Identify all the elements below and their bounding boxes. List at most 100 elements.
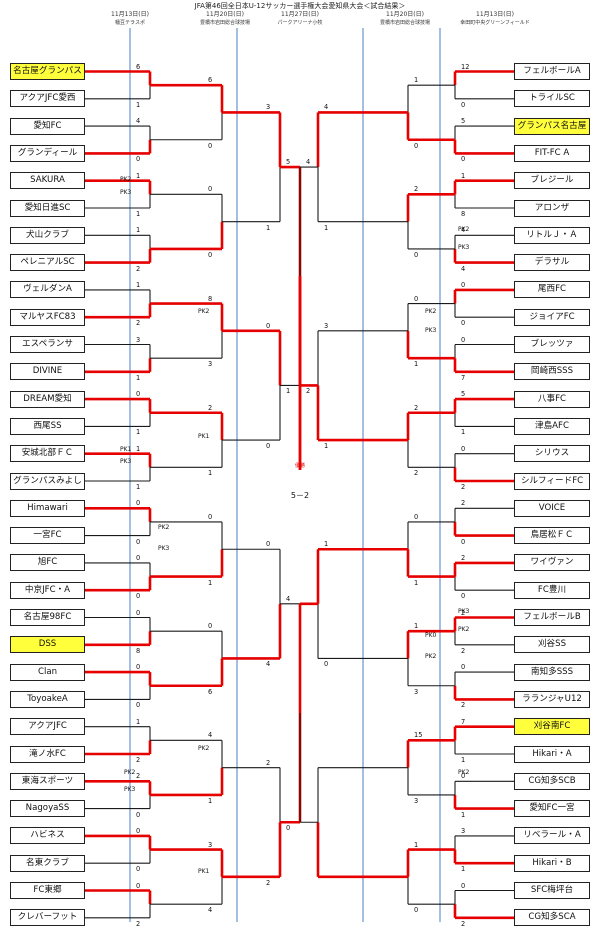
left-team-box: ヴェルダンA [10,281,85,299]
left-team-box: グランディール [10,144,85,162]
right-score-label: 1 [324,540,329,549]
left-team-box: DREAM愛知 [10,390,85,408]
left-pk-label: PK3 [158,545,170,552]
left-score-label: 4 [266,660,271,669]
left-score-label: 3 [208,360,213,369]
right-team-box: SFC梅坪台 [514,882,590,899]
right-score-label: 4 [461,264,466,273]
right-pk-label: PK2 [425,308,437,315]
right-team-box: 尾西FC [514,281,590,299]
left-score-label: 3 [208,840,213,849]
left-pk-label: PK2 [124,769,136,776]
right-team-box: ブレジール [514,172,590,190]
right-team-box: リベラール・A [514,827,590,845]
right-team-box: FIT-FC A [514,144,590,162]
left-pk-label: PK3 [120,458,132,465]
left-score-label: 1 [136,717,141,726]
left-score-label: 1 [208,796,213,805]
right-score-label: 2 [461,499,466,508]
left-score-label: 1 [208,578,213,587]
left-team-box: 愛知日進SC [10,199,85,217]
left-score-label: 0 [266,442,271,451]
right-score-label: 12 [461,62,470,71]
left-score-label: 8 [136,646,141,655]
round-date: 11月27日(日) [281,11,319,18]
left-score-label: 0 [136,592,141,601]
right-score-label: 0 [461,155,466,164]
right-team-box: シリウス [514,445,590,463]
left-team-box: 愛知FC [10,117,85,135]
left-pk-label: PK2 [198,308,210,315]
right-score-label: 7 [461,373,466,382]
right-score-label: 4 [461,226,466,235]
round-date: 11月20日(日) [206,11,244,18]
left-score-label: 1 [136,444,141,453]
right-team-box: 刈谷南FC [514,718,590,736]
left-score-label: 0 [136,537,141,546]
right-team-box: 津島AFC [514,417,590,435]
left-score-label: 1 [136,100,141,109]
right-score-label: 1 [414,76,419,85]
left-score-label: 4 [136,117,141,126]
right-score-label: 0 [461,319,466,328]
left-score-label: 1 [136,210,141,218]
round-venue: パークアリーナ小牧 [277,20,323,26]
left-score-label: 1 [136,373,141,382]
right-score-label: 1 [414,578,419,587]
left-score-label: 6 [208,76,213,85]
right-team-box: トライルSC [514,90,590,108]
left-team-box: アクアJFC愛西 [10,90,85,108]
left-score-label: 0 [286,824,291,833]
right-team-box: ブレッツァ [514,336,590,353]
right-score-label: 1 [461,810,466,819]
left-score-label: 2 [136,264,141,273]
right-score-label: 15 [414,731,423,740]
right-score-label: 2 [461,483,466,491]
right-score-label: 3 [414,687,419,696]
left-team-box: 滝ノ水FC [10,745,85,763]
right-team-box: CG知多SCB [514,772,590,790]
left-team-box: エスペランサ [10,336,85,353]
left-team-box: アクアJFC [10,718,85,736]
right-team-box: 鳥居松ＦＣ [514,527,590,545]
left-score-label: 0 [208,185,213,194]
round-venue: 豊橋市岩田総合球技場 [199,20,250,26]
round-venue: 幡豆テラスポ [115,20,145,26]
right-score-label: 5 [461,117,466,126]
right-score-label: 1 [461,756,466,764]
left-team-box: ToyoakeA [10,690,85,708]
right-team-box: ジョイアFC [514,308,590,326]
right-score-label: 2 [461,608,466,617]
left-team-box: クレバーフット [10,909,85,927]
champion-label: 優勝 [294,463,305,469]
right-score-label: 2 [461,701,466,710]
right-score-label: 0 [414,906,419,915]
right-score-label: 0 [461,663,466,672]
right-score-label: 0 [461,592,466,601]
right-pk-label: PK3 [425,327,437,334]
left-team-box: NagoyaSS [10,800,85,818]
round-date: 11月13日(日) [111,11,149,18]
right-score-label: 1 [414,622,419,631]
left-team-box: Himawari [10,499,85,517]
left-team-box: グランパスみよし [10,472,85,490]
left-pk-label: PK2 [198,745,210,752]
right-score-label: 3 [414,796,419,805]
right-score-label: 2 [461,646,466,655]
left-score-label: 0 [136,865,141,874]
left-score-label: 1 [136,428,141,437]
right-score-label: 0 [324,660,329,669]
right-score-label: 0 [461,280,466,289]
left-team-box: FC東郷 [10,882,85,899]
left-score-label: 0 [136,881,141,890]
left-team-box: 中京JFC・A [10,581,85,599]
round-header-center: 11月27日(日) パークアリーナ小牧 [255,11,345,27]
right-pk-label: PK2 [458,226,470,233]
left-score-label: 0 [136,390,141,399]
left-score-label: 0 [266,540,271,549]
right-team-box: Hikari・B [514,854,590,872]
right-score-label: 1 [324,223,329,232]
right-pk-label: PK2 [458,626,470,633]
right-score-label: 1 [414,360,419,369]
right-score-label: 2 [414,185,419,194]
